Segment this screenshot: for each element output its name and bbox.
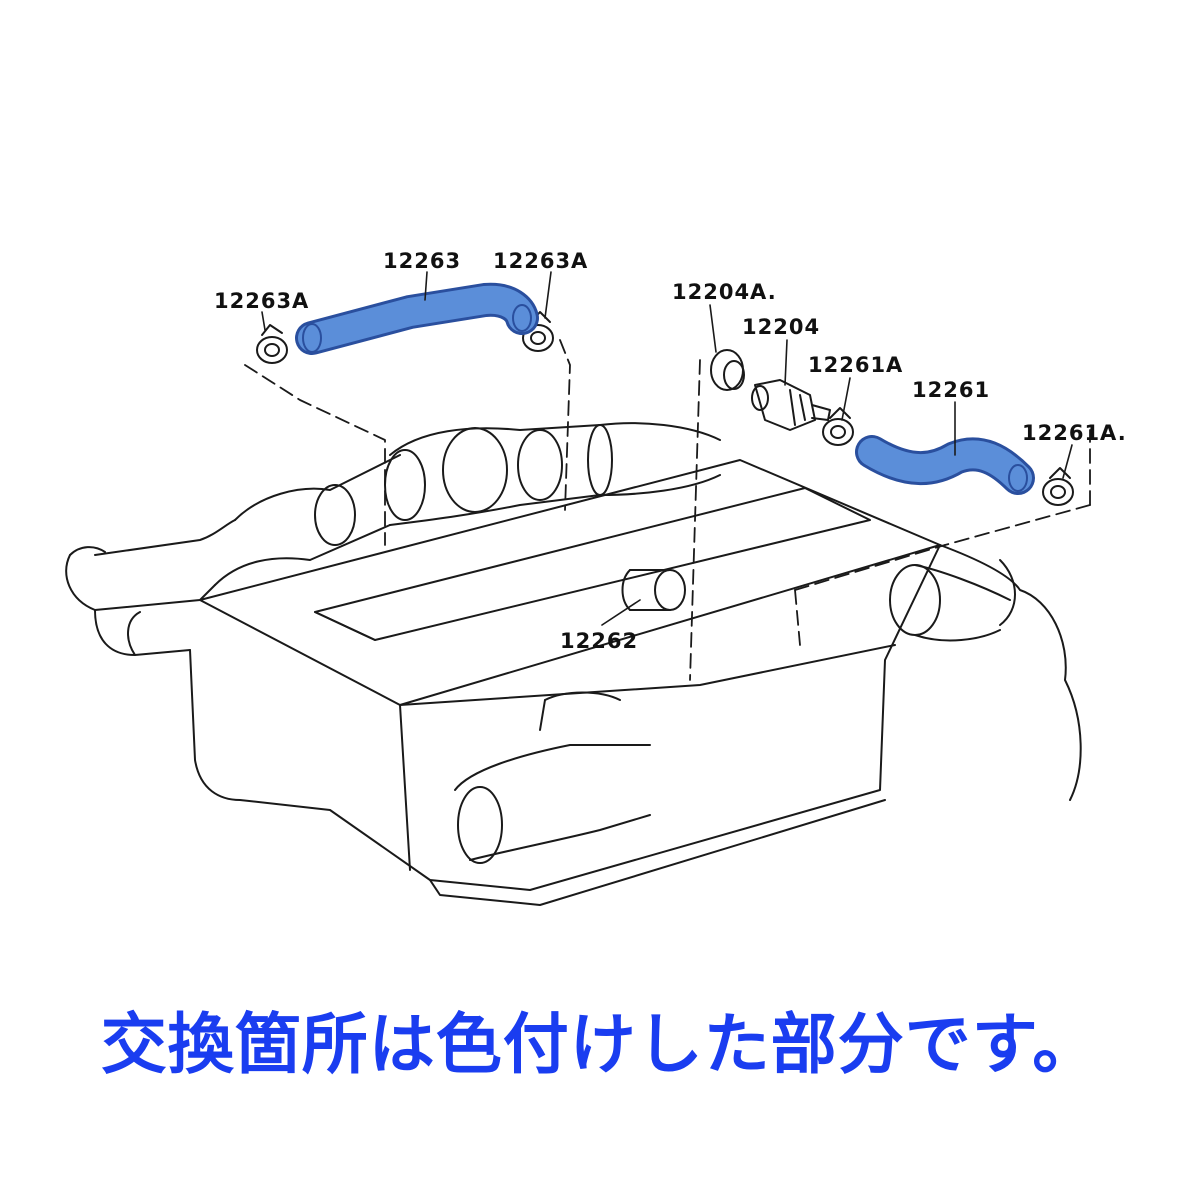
engine-parts-diagram: 12263 12263A 12263A 12204A. 12204 12261A… xyxy=(65,249,1127,906)
label-pcv-valve: 12204 xyxy=(742,315,820,339)
label-grommet: 12204A. xyxy=(672,280,777,304)
clamp-lower-right xyxy=(1042,467,1074,506)
leader-lines xyxy=(261,271,1073,626)
label-clamp-lower-left: 12261A xyxy=(808,353,903,377)
label-hose-upper: 12263 xyxy=(383,249,461,273)
hose-upper-fill xyxy=(298,285,536,352)
label-hose-lower: 12261 xyxy=(912,378,990,402)
clamp-lower-left xyxy=(822,407,854,446)
assembly-guide-lines xyxy=(244,339,1091,681)
hose-upper-12263 xyxy=(295,282,539,355)
caption-text: 交換箇所は色付けした部分です。 xyxy=(100,1006,1100,1083)
hose-lower-fill xyxy=(858,438,1032,492)
label-clamp-lower-right: 12261A. xyxy=(1022,421,1127,445)
label-clamp-upper-left: 12263A xyxy=(214,289,309,313)
part-labels: 12263 12263A 12263A 12204A. 12204 12261A… xyxy=(214,249,1127,653)
pcv-valve-12204 xyxy=(751,379,831,431)
engine-outline xyxy=(65,422,1082,906)
hose-lower-12261 xyxy=(855,435,1035,495)
grommet-12204a xyxy=(710,349,745,391)
label-hose-center: 12262 xyxy=(560,629,638,653)
clamp-upper-left xyxy=(256,324,288,364)
label-clamp-upper-right: 12263A xyxy=(493,249,588,273)
